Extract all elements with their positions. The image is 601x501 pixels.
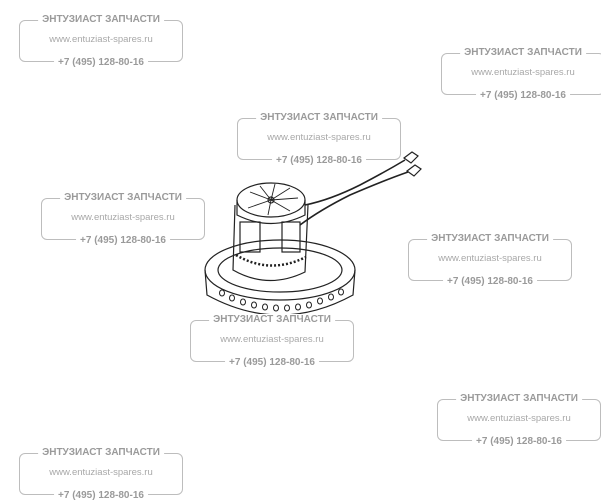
watermark-url: www.entuziast-spares.ru bbox=[220, 334, 324, 345]
watermark-phone: +7 (495) 128-80-16 bbox=[76, 235, 170, 246]
watermark-phone: +7 (495) 128-80-16 bbox=[54, 490, 148, 501]
watermark-phone: +7 (495) 128-80-16 bbox=[476, 90, 570, 101]
watermark: ЭНТУЗИАСТ ЗАПЧАСТИ www.entuziast-spares.… bbox=[41, 192, 205, 246]
watermark-title: ЭНТУЗИАСТ ЗАПЧАСТИ bbox=[38, 447, 164, 458]
watermark: ЭНТУЗИАСТ ЗАПЧАСТИ www.entuziast-spares.… bbox=[190, 314, 354, 368]
watermark: ЭНТУЗИАСТ ЗАПЧАСТИ www.entuziast-spares.… bbox=[437, 393, 601, 447]
watermark-title: ЭНТУЗИАСТ ЗАПЧАСТИ bbox=[460, 47, 586, 58]
watermark-url: www.entuziast-spares.ru bbox=[467, 413, 571, 424]
watermark-title: ЭНТУЗИАСТ ЗАПЧАСТИ bbox=[456, 393, 582, 404]
watermark-phone: +7 (495) 128-80-16 bbox=[225, 357, 319, 368]
watermark-url: www.entuziast-spares.ru bbox=[49, 34, 153, 45]
watermark-phone: +7 (495) 128-80-16 bbox=[54, 57, 148, 68]
watermark-url: www.entuziast-spares.ru bbox=[267, 132, 371, 143]
watermark-url: www.entuziast-spares.ru bbox=[438, 253, 542, 264]
watermark-title: ЭНТУЗИАСТ ЗАПЧАСТИ bbox=[427, 233, 553, 244]
watermark: ЭНТУЗИАСТ ЗАПЧАСТИ www.entuziast-spares.… bbox=[19, 14, 183, 68]
watermark-url: www.entuziast-spares.ru bbox=[49, 467, 153, 478]
watermark: ЭНТУЗИАСТ ЗАПЧАСТИ www.entuziast-spares.… bbox=[408, 233, 572, 287]
watermark: ЭНТУЗИАСТ ЗАПЧАСТИ www.entuziast-spares.… bbox=[237, 112, 401, 166]
watermark-phone: +7 (495) 128-80-16 bbox=[272, 155, 366, 166]
watermark-url: www.entuziast-spares.ru bbox=[71, 212, 175, 223]
watermark-phone: +7 (495) 128-80-16 bbox=[443, 276, 537, 287]
watermark: ЭНТУЗИАСТ ЗАПЧАСТИ www.entuziast-spares.… bbox=[19, 447, 183, 501]
watermark-title: ЭНТУЗИАСТ ЗАПЧАСТИ bbox=[38, 14, 164, 25]
watermark-phone: +7 (495) 128-80-16 bbox=[472, 436, 566, 447]
watermark-title: ЭНТУЗИАСТ ЗАПЧАСТИ bbox=[60, 192, 186, 203]
watermark-title: ЭНТУЗИАСТ ЗАПЧАСТИ bbox=[209, 314, 335, 325]
watermark: ЭНТУЗИАСТ ЗАПЧАСТИ www.entuziast-spares.… bbox=[441, 47, 601, 101]
watermark-url: www.entuziast-spares.ru bbox=[471, 67, 575, 78]
watermark-title: ЭНТУЗИАСТ ЗАПЧАСТИ bbox=[256, 112, 382, 123]
